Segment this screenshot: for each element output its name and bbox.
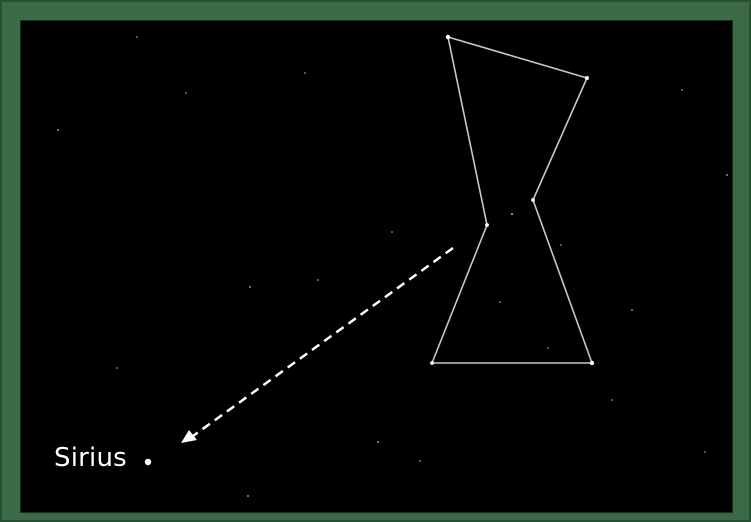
background-star (249, 286, 251, 288)
sirius-label: Sirius (54, 443, 127, 473)
background-star (247, 495, 249, 497)
constellation-star (430, 361, 434, 365)
lower-right-leg-line (533, 200, 592, 363)
background-star (391, 231, 393, 233)
constellation-stars (430, 35, 594, 365)
constellation-lines (432, 37, 592, 363)
background-star (304, 72, 306, 74)
shoulder-line (448, 37, 587, 78)
pointer-arrow (181, 248, 453, 443)
background-star (57, 129, 59, 131)
arrow-head (181, 430, 197, 443)
background-star (377, 441, 379, 443)
background-star (611, 399, 613, 401)
background-star (499, 301, 501, 303)
background-star (631, 309, 633, 311)
sirius-star (145, 459, 151, 465)
constellation-star (446, 35, 450, 39)
background-star (317, 279, 319, 281)
background-star (136, 36, 138, 38)
background-star (547, 347, 549, 349)
background-star (116, 367, 118, 369)
dashed-arrow-shaft (193, 248, 453, 436)
constellation-star (485, 223, 489, 227)
background-star (511, 213, 513, 215)
background-star (185, 92, 187, 94)
constellation-star (531, 198, 535, 202)
background-star (560, 244, 562, 246)
upper-left-arm-line (448, 37, 487, 225)
background-stars (57, 36, 728, 497)
constellation-star (590, 361, 594, 365)
upper-right-arm-line (533, 78, 587, 200)
background-star (704, 451, 706, 453)
background-star (726, 174, 728, 176)
background-star (419, 460, 421, 462)
lower-left-leg-line (432, 225, 487, 363)
background-star (681, 89, 683, 91)
constellation-star (585, 76, 589, 80)
